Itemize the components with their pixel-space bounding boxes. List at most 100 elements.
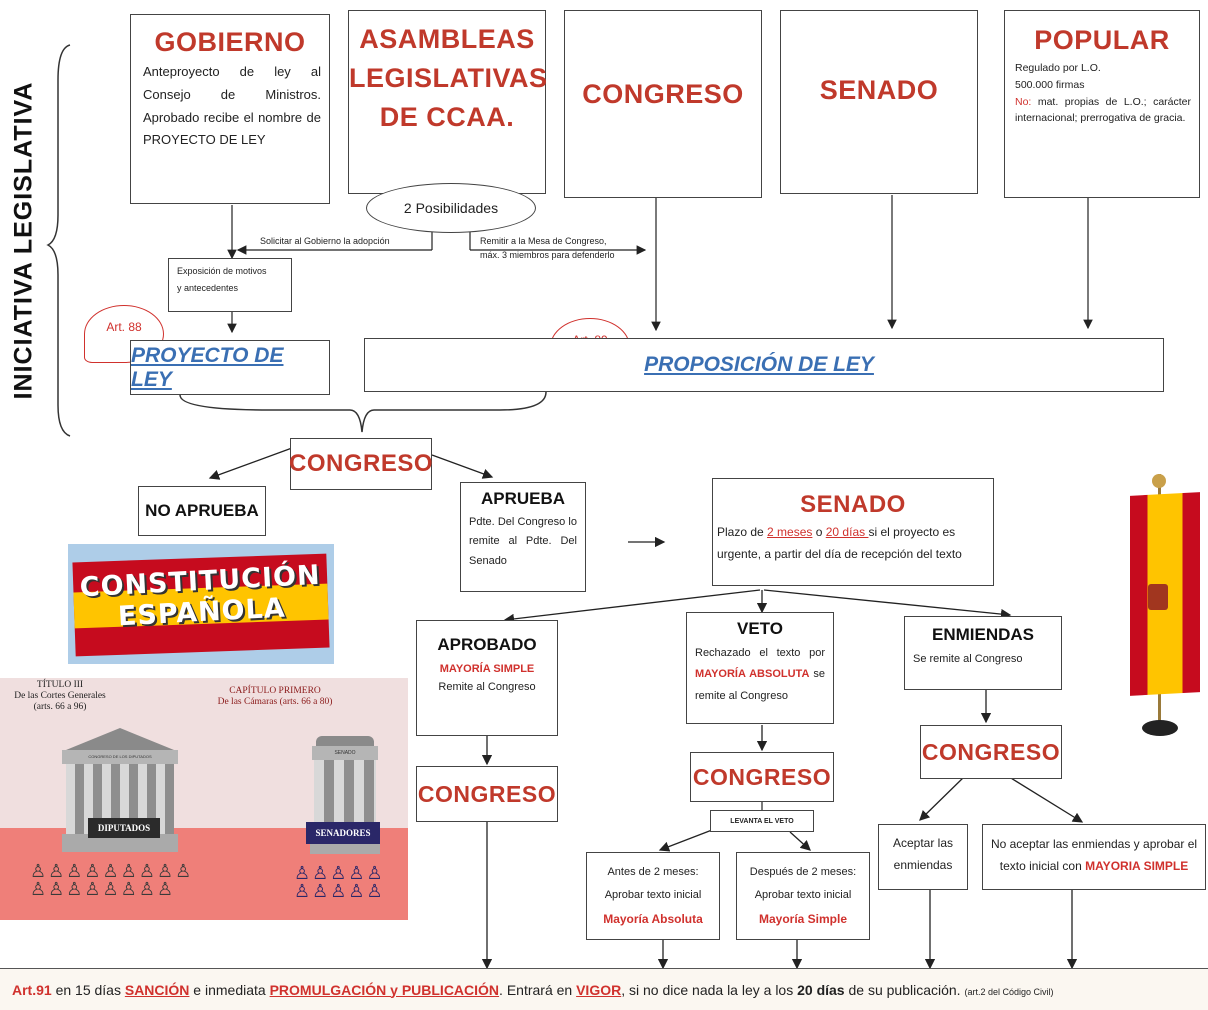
aceptar-box: Aceptar las enmiendas [878,824,968,890]
exposicion-line2: y antecedentes [177,283,239,294]
congreso-a-title: CONGRESO [417,780,557,807]
footer-bar: Art.91 en 15 días SANCIÓN e inmediata PR… [0,968,1208,1010]
gobierno-box: GOBIERNO Anteproyecto de ley al Consejo … [130,14,330,204]
congreso-a-box: CONGRESO [416,766,558,822]
spain-flag [1120,474,1206,750]
footer-promulgacion: PROMULGACIÓN y PUBLICACIÓN [269,981,500,998]
congreso-top-box: CONGRESO [564,10,762,198]
popular-no-text: mat. propias de L.O.; carácter internaci… [1015,95,1191,125]
footer-vigor: VIGOR [576,981,622,998]
senadores-crowd-icon: ♙♙♙♙♙♙♙♙♙♙ [294,863,385,901]
aprueba-box: APRUEBA Pdte. Del Congreso lo remite al … [460,482,586,592]
senado-top-box: SENADO [780,10,978,194]
veto-mayoria: MAYORÍA ABSOLUTA [695,668,810,681]
despues-line1: Después de 2 meses: [749,866,857,878]
solicitar-label: Solicitar al Gobierno la adopción [260,236,390,246]
aprueba-title: APRUEBA [480,489,566,508]
no-aprueba-box: NO APRUEBA [138,486,266,536]
aprobado-mayoria: MAYORÍA SIMPLE [439,663,535,675]
proyecto-ley-box: PROYECTO DE LEY [130,340,330,395]
veto-text1: Rechazado el texto por [695,647,825,659]
footer-t2: e inmediata [189,981,270,998]
senadores-sign: SENADORES [306,822,380,844]
footer-t5: de su publicación. [844,981,965,998]
footer-note: (art.2 del Código Civil) [964,986,1054,997]
despues-box: Después de 2 meses: Aprobar texto inicia… [736,852,870,940]
posibilidades-ellipse: 2 Posibilidades [366,183,536,233]
capitulo-line1: CAPÍTULO PRIMERO [229,686,321,696]
exposicion-line1: Exposición de motivos [177,266,267,276]
aprobado-title: APROBADO [437,635,537,654]
congreso-b-box: CONGRESO [690,752,834,802]
no-aprueba-label: NO APRUEBA [145,501,259,520]
senado-plazo-t1: Plazo de [717,525,768,539]
proposicion-ley-link[interactable]: PROPOSICIÓN DE LEY [644,353,874,376]
veto-box: VETO Rechazado el texto por MAYORÍA ABSO… [686,612,834,724]
congreso-mid-box: CONGRESO [289,438,434,490]
senado-mid-title: SENADO [800,491,906,518]
congreso-c-box: CONGRESO [920,725,1062,779]
aceptar-label: Aceptar las enmiendas [892,836,954,872]
footer-dias: 20 días [797,981,845,998]
senado-sign: SENADO [334,750,356,756]
cortes-picture: TÍTULO III De las Cortes Generales (arts… [0,678,408,920]
titulo-line2: De las Cortes Generales [14,690,106,701]
senado-plazo-2meses: 2 meses [767,525,813,539]
senado-plazo-t5: si el proyecto es urgente, a partir del … [717,525,962,562]
footer-t4: , si no dice nada la ley a los [621,981,798,998]
footer-t3: . Entrará en [499,981,577,998]
side-label: INICIATIVA LEGISLATIVA [9,81,38,399]
congreso-mid-title: CONGRESO [289,450,434,477]
diputados-label: DIPUTADOS [97,823,151,833]
proposicion-ley-box: PROPOSICIÓN DE LEY [364,338,1164,392]
titulo-line1: TÍTULO III [36,680,84,690]
capitulo-line2: De las Cámaras (arts. 66 a 80) [217,697,333,708]
popular-line2: 500.000 firmas [1015,78,1085,91]
diputados-sign: DIPUTADOS [88,818,160,838]
aprueba-text: Pdte. Del Congreso lo remite al Pdte. De… [469,516,577,567]
despues-mayoria: Mayoría Simple [758,912,848,927]
antes-box: Antes de 2 meses: Aprobar texto inicial … [586,852,720,940]
senadores-label: SENADORES [315,828,371,838]
constitucion-banner: CONSTITUCIÓN ESPAÑOLA [68,544,334,664]
levanta-veto-box: LEVANTA EL VETO [710,810,814,832]
gobierno-title: GOBIERNO [154,27,306,57]
veto-text2: se remite al Congreso [695,668,825,702]
congreso-sign: CONGRESO DE LOS DIPUTADOS [88,754,152,759]
no-aceptar-text: No aceptar las enmiendas y aprobar el te… [990,837,1198,874]
art88-label: Art. 88 [106,320,142,334]
posibilidades-label: 2 Posibilidades [403,200,499,216]
asambleas-line1: ASAMBLEAS [359,24,535,54]
aprobado-box: APROBADO MAYORÍA SIMPLE Remite al Congre… [416,620,558,736]
antes-mayoria: Mayoría Absoluta [603,912,703,927]
remitir-label: Remitir a la Mesa de Congreso, máx. 3 mi… [480,234,615,263]
exposicion-box: Exposición de motivos y antecedentes [168,258,292,312]
popular-line1: Regulado por L.O. [1015,62,1101,74]
congreso-top-title: CONGRESO [582,78,744,109]
gobierno-text: Anteproyecto de ley al Consejo de Minist… [143,64,321,148]
antes-line2: Aprobar texto inicial [604,889,702,902]
popular-title: POPULAR [1034,25,1170,55]
senado-top-title: SENADO [819,74,939,105]
levanta-veto-label: LEVANTA EL VETO [730,817,794,825]
congreso-c-title: CONGRESO [921,738,1061,765]
popular-no-label: No: [1015,95,1032,108]
aprobado-text: Remite al Congreso [438,681,536,693]
proyecto-ley-link[interactable]: PROYECTO DE LEY [131,343,284,391]
despues-line2: Aprobar texto inicial [754,889,852,902]
no-aceptar-box: No aceptar las enmiendas y aprobar el te… [982,824,1206,890]
no-aceptar-mayoria: MAYORIA SIMPLE [1085,859,1189,874]
enmiendas-text: Se remite al Congreso [913,653,1023,665]
footer-art: Art.91 [12,981,52,998]
remitir-line1: Remitir a la Mesa de Congreso, [480,236,607,246]
enmiendas-title: ENMIENDAS [931,625,1034,644]
popular-box: POPULAR Regulado por L.O. 500.000 firmas… [1004,10,1200,198]
remitir-line2: máx. 3 miembros para defenderlo [480,250,615,261]
titulo-line3: (arts. 66 a 96) [33,701,87,712]
diputados-crowd-icon: ♙♙♙♙♙♙♙♙♙♙♙♙♙♙♙♙♙ [30,861,194,899]
antes-line1: Antes de 2 meses: [607,866,699,878]
veto-title: VETO [737,619,783,638]
asambleas-box: ASAMBLEAS LEGISLATIVAS DE CCAA. [348,10,547,194]
congreso-b-title: CONGRESO [692,763,832,790]
